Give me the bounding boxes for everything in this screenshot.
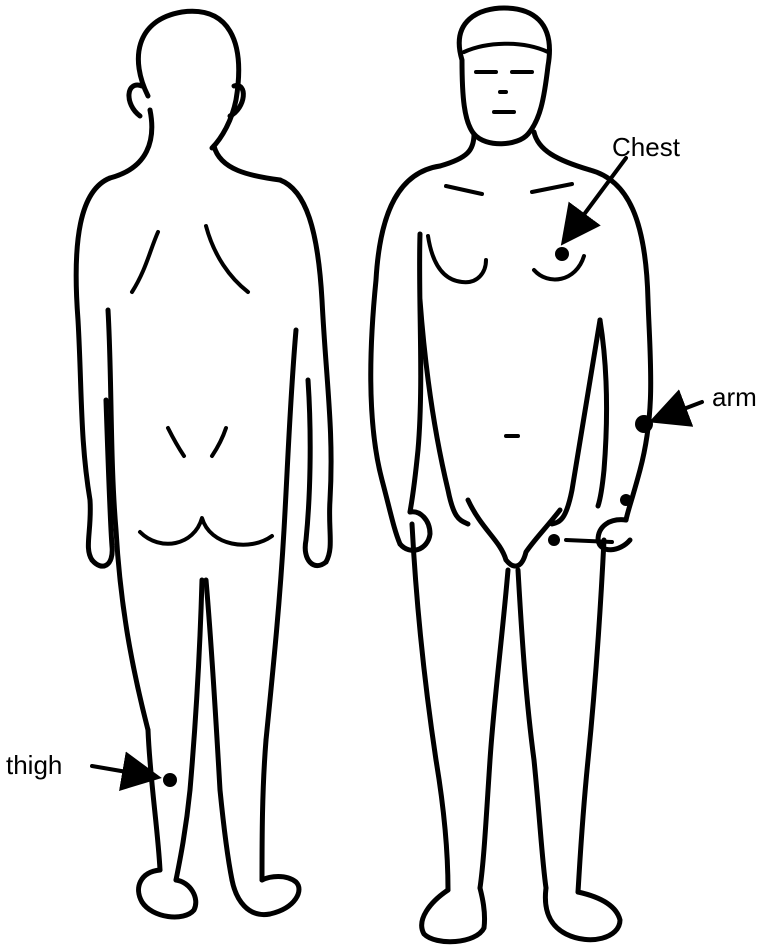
front-left-leg-inner bbox=[480, 570, 508, 888]
front-neck-right bbox=[534, 132, 590, 170]
back-left-calf bbox=[148, 730, 160, 870]
back-torso-left bbox=[108, 310, 148, 730]
front-right-arm-inner bbox=[598, 320, 607, 506]
front-right-arm-outer bbox=[590, 170, 651, 520]
back-left-leg-inner bbox=[176, 580, 202, 880]
chest-label: Chest bbox=[612, 132, 681, 162]
front-left-arm-outer bbox=[371, 166, 440, 544]
back-right-scapula bbox=[206, 226, 248, 292]
back-left-ear bbox=[129, 85, 142, 116]
back-right-foot bbox=[232, 877, 299, 915]
back-view-figure bbox=[76, 11, 331, 917]
front-right-leg-inner bbox=[518, 570, 546, 888]
groin-arrow bbox=[566, 540, 612, 542]
back-buttocks bbox=[140, 518, 272, 545]
front-right-foot bbox=[545, 888, 620, 940]
front-groin bbox=[468, 500, 560, 566]
front-left-foot bbox=[422, 888, 485, 942]
arm-label: arm bbox=[712, 382, 757, 412]
back-right-calf bbox=[262, 740, 266, 880]
chest-marker bbox=[555, 247, 569, 261]
back-lower-mark-right bbox=[212, 428, 226, 456]
back-left-arm-outer bbox=[76, 178, 110, 560]
arm-arrow bbox=[660, 402, 702, 418]
back-right-leg-inner bbox=[206, 580, 232, 880]
back-neck-right bbox=[214, 146, 280, 180]
front-left-arm-inner bbox=[410, 234, 421, 512]
groin-marker bbox=[548, 534, 560, 546]
thigh-label: thigh bbox=[6, 750, 62, 780]
front-torso-left bbox=[420, 300, 468, 524]
back-left-scapula bbox=[132, 232, 158, 292]
front-view-figure bbox=[371, 8, 651, 942]
front-right-collarbone bbox=[532, 184, 572, 192]
front-head-outline bbox=[459, 8, 549, 144]
front-left-leg-outer bbox=[412, 524, 448, 890]
back-lower-mark-left bbox=[168, 428, 184, 456]
back-left-foot bbox=[139, 870, 196, 917]
thigh-arrow bbox=[92, 766, 150, 776]
front-hairline bbox=[464, 44, 548, 52]
front-torso-right bbox=[552, 320, 600, 524]
front-left-pectoral bbox=[428, 236, 486, 282]
back-right-hand bbox=[305, 380, 326, 566]
wrist-marker bbox=[620, 494, 632, 506]
front-right-leg-outer bbox=[578, 540, 604, 892]
arm-marker bbox=[635, 415, 653, 433]
back-neck-left bbox=[110, 110, 152, 178]
front-left-collarbone bbox=[446, 186, 482, 194]
thigh-marker bbox=[163, 773, 177, 787]
front-neck-left bbox=[440, 134, 474, 166]
